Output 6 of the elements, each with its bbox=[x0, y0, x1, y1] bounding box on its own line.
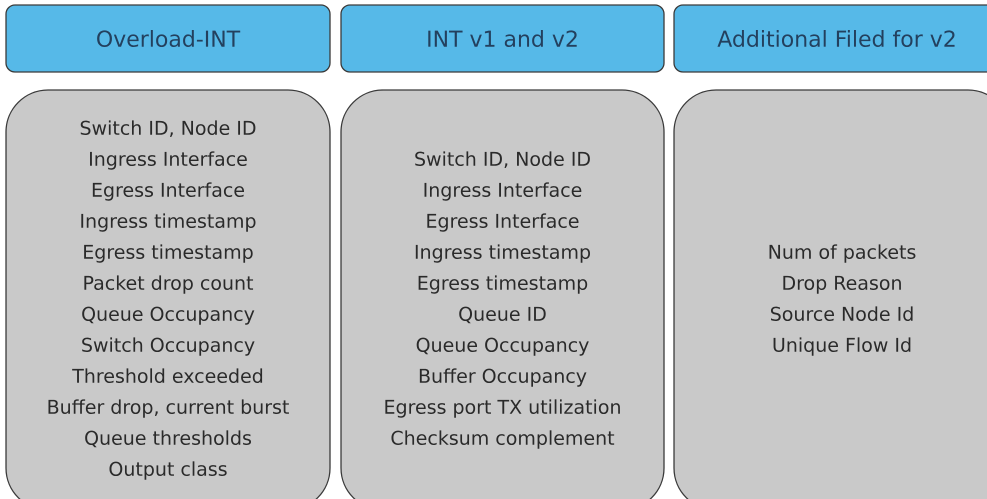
header-box: Overload-INT bbox=[5, 4, 331, 73]
header-box: INT v1 and v2 bbox=[340, 4, 665, 73]
field-list-panel: Switch ID, Node ID Ingress Interface Egress Interface Ingress timestamp Egress timestamp Queue ID Queue Occupancy Buffer Occupancy Egress port TX utilization Checksum complement bbox=[340, 89, 665, 499]
field-list-panel: Switch ID, Node ID Ingress Interface Egress Interface Ingress timestamp Egress timestamp Packet drop count Queue Occupancy Switch Occupancy Threshold exceeded Buffer drop, current burst Queue thresholds Output class bbox=[5, 89, 331, 499]
field-list-panel: Num of packets Drop Reason Source Node Id Unique Flow Id bbox=[673, 89, 987, 499]
header-box: Additional Filed for v2 bbox=[673, 4, 987, 73]
